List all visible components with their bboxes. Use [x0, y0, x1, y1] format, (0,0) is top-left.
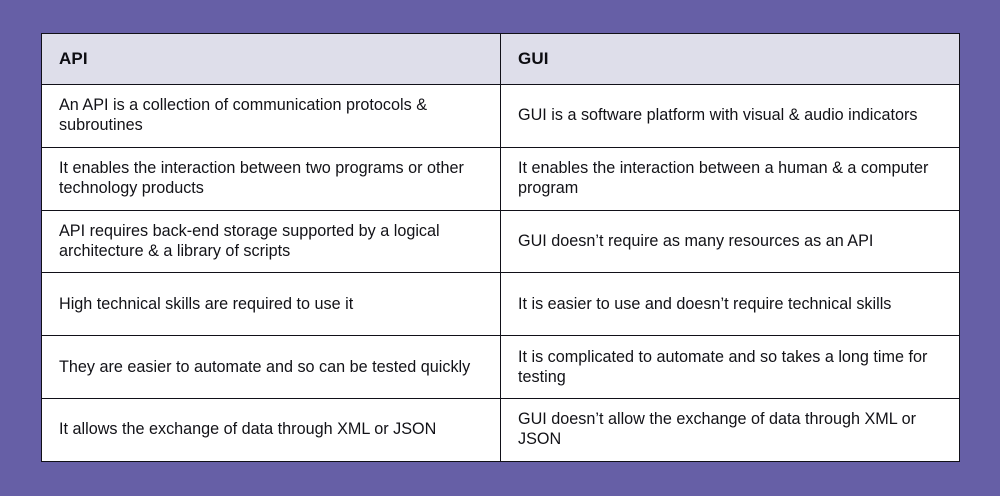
table-header: API GUI — [41, 33, 960, 85]
table-row: It enables the interaction between two p… — [41, 146, 960, 211]
cell-text: It is easier to use and doesn’t require … — [518, 294, 892, 313]
cell-text: High technical skills are required to us… — [59, 294, 354, 313]
cell-api-5: They are easier to automate and so can b… — [41, 335, 501, 399]
cell-text: It is complicated to automate and so tak… — [518, 347, 928, 386]
table-row: It allows the exchange of data through X… — [41, 397, 960, 462]
table-body: An API is a collection of communication … — [41, 84, 960, 462]
column-header-api: API — [41, 33, 501, 85]
cell-api-1: An API is a collection of communication … — [41, 84, 501, 148]
comparison-table-container: API GUI An API is a collection of commun… — [41, 33, 960, 462]
api-vs-gui-table: API GUI An API is a collection of commun… — [41, 33, 960, 462]
cell-api-2: It enables the interaction between two p… — [41, 146, 501, 211]
cell-text: GUI doesn’t allow the exchange of data t… — [518, 410, 917, 449]
column-header-gui: GUI — [500, 33, 960, 85]
cell-gui-3: GUI doesn’t require as many resources as… — [500, 209, 960, 274]
cell-gui-4: It is easier to use and doesn’t require … — [500, 272, 960, 337]
cell-text: GUI doesn’t require as many resources as… — [518, 231, 874, 250]
table-row: They are easier to automate and so can b… — [41, 335, 960, 399]
table-row: API requires back-end storage supported … — [41, 209, 960, 274]
cell-text: It allows the exchange of data through X… — [59, 420, 437, 439]
cell-api-4: High technical skills are required to us… — [41, 272, 501, 337]
cell-gui-6: GUI doesn’t allow the exchange of data t… — [500, 397, 960, 462]
cell-gui-1: GUI is a software platform with visual &… — [500, 84, 960, 148]
cell-gui-2: It enables the interaction between a hum… — [500, 146, 960, 211]
cell-text: GUI is a software platform with visual &… — [518, 106, 918, 125]
cell-gui-5: It is complicated to automate and so tak… — [500, 335, 960, 399]
cell-api-3: API requires back-end storage supported … — [41, 209, 501, 274]
table-row: An API is a collection of communication … — [41, 84, 960, 148]
table-row: High technical skills are required to us… — [41, 272, 960, 337]
cell-text: It enables the interaction between a hum… — [518, 159, 929, 198]
cell-text: They are easier to automate and so can b… — [59, 357, 471, 376]
cell-text: It enables the interaction between two p… — [59, 159, 464, 198]
cell-text: API requires back-end storage supported … — [59, 221, 440, 260]
cell-text: An API is a collection of communication … — [59, 96, 427, 135]
cell-api-6: It allows the exchange of data through X… — [41, 397, 501, 462]
table-header-row: API GUI — [41, 33, 960, 85]
